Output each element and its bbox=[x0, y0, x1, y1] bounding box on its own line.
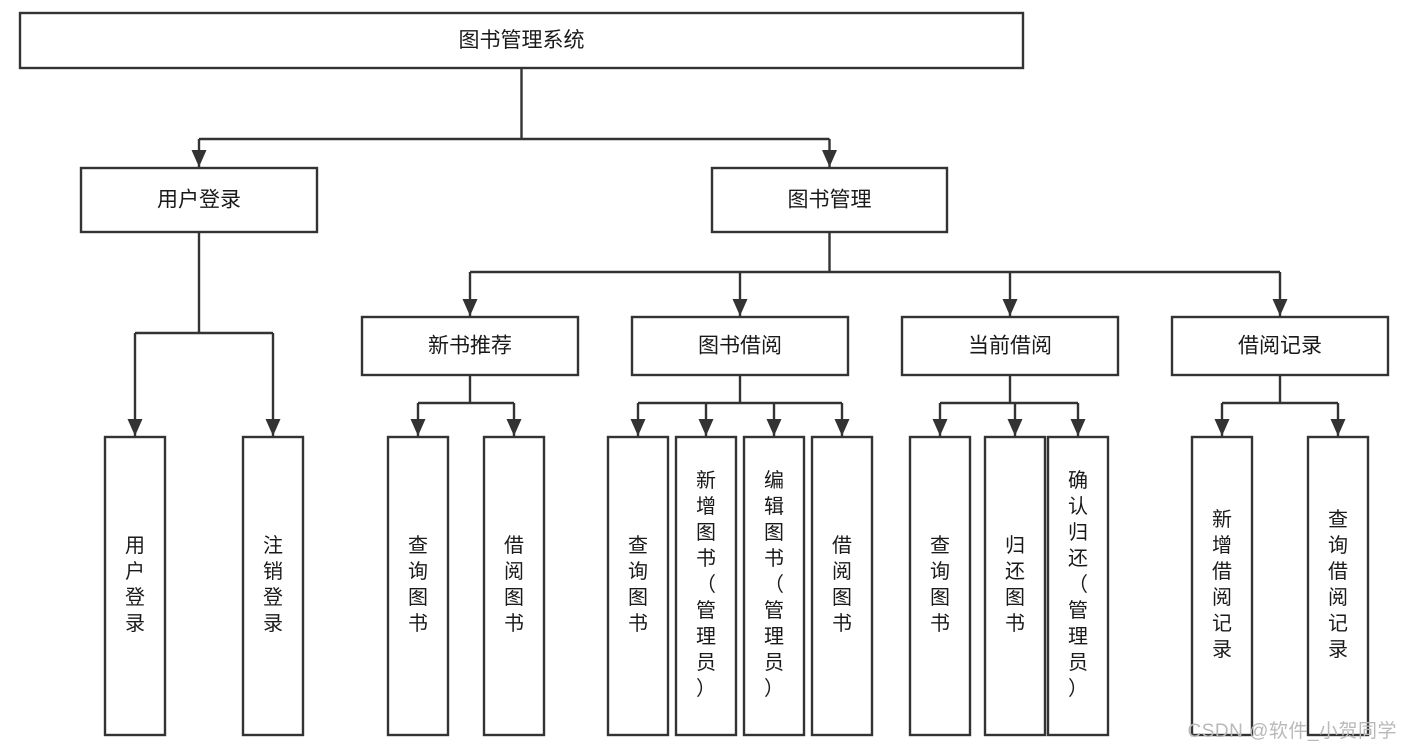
node-leaf-query-book-rec[interactable]: 查询图书 bbox=[386, 435, 450, 737]
node-leaf-borrow-book[interactable]: 借阅图书 bbox=[810, 435, 874, 737]
node-leaf-return-book[interactable]: 归还图书 bbox=[983, 435, 1047, 737]
node-label-leaf-query-book-rec: 查询图书 bbox=[408, 534, 428, 635]
node-label-leaf-query-book-cur: 查询图书 bbox=[930, 534, 950, 635]
connector-arrowhead bbox=[506, 419, 522, 436]
connector-arrowhead bbox=[822, 150, 837, 167]
connector-arrowhead bbox=[630, 419, 646, 436]
connector-arrowhead bbox=[410, 419, 426, 436]
node-label-book-borrow: 图书借阅 bbox=[698, 335, 782, 358]
node-box-leaf-query-book-cur bbox=[908, 435, 972, 737]
node-box-root bbox=[18, 11, 1025, 70]
node-leaf-query-book-borrow[interactable]: 查询图书 bbox=[606, 435, 670, 737]
node-box-leaf-add-book bbox=[674, 435, 738, 737]
node-leaf-user-logout[interactable]: 注销登录 bbox=[241, 435, 305, 737]
edge-group-book-manage bbox=[462, 232, 1288, 316]
connector-arrowhead bbox=[1070, 419, 1086, 436]
node-label-leaf-borrow-book-rec: 借阅图书 bbox=[504, 534, 524, 635]
node-root[interactable]: 图书管理系统 bbox=[18, 11, 1025, 70]
node-box-leaf-add-borrow-record bbox=[1190, 435, 1254, 737]
edge-group-book-borrow bbox=[630, 375, 850, 436]
node-label-current-borrow: 当前借阅 bbox=[968, 335, 1052, 358]
node-book-manage[interactable]: 图书管理 bbox=[710, 166, 949, 234]
node-label-leaf-edit-book: 编辑图书（管理员） bbox=[764, 469, 784, 700]
connector-arrowhead bbox=[932, 419, 948, 436]
node-leaf-add-book[interactable]: 新增图书（管理员） bbox=[674, 435, 738, 737]
node-label-leaf-return-book: 归还图书 bbox=[1005, 534, 1025, 635]
connector-arrowhead bbox=[766, 419, 782, 436]
node-label-borrow-record: 借阅记录 bbox=[1238, 335, 1322, 358]
node-user-login[interactable]: 用户登录 bbox=[79, 166, 319, 234]
node-leaf-edit-book[interactable]: 编辑图书（管理员） bbox=[742, 435, 806, 737]
node-label-new-book-recommend: 新书推荐 bbox=[428, 335, 512, 358]
node-box-leaf-query-book-borrow bbox=[606, 435, 670, 737]
node-label-leaf-query-borrow-record: 查询借阅记录 bbox=[1328, 508, 1348, 661]
node-label-leaf-confirm-return: 确认归还（管理员） bbox=[1068, 469, 1088, 700]
connector-arrowhead bbox=[127, 419, 143, 436]
node-label-leaf-add-borrow-record: 新增借阅记录 bbox=[1212, 508, 1232, 661]
node-label-user-login: 用户登录 bbox=[157, 189, 241, 212]
node-label-book-manage: 图书管理 bbox=[788, 189, 872, 212]
node-borrow-record[interactable]: 借阅记录 bbox=[1170, 315, 1390, 377]
connector-arrowhead bbox=[1007, 419, 1023, 436]
node-leaf-borrow-book-rec[interactable]: 借阅图书 bbox=[482, 435, 546, 737]
node-box-leaf-confirm-return bbox=[1046, 435, 1110, 737]
node-box-leaf-return-book bbox=[983, 435, 1047, 737]
connector-arrowhead bbox=[462, 299, 478, 316]
node-box-leaf-borrow-book-rec bbox=[482, 435, 546, 737]
edge-group-borrow-record bbox=[1214, 375, 1346, 436]
node-label-leaf-user-logout: 注销登录 bbox=[263, 534, 283, 635]
node-box-leaf-user-logout bbox=[241, 435, 305, 737]
connector-arrowhead bbox=[1272, 299, 1288, 316]
node-book-borrow[interactable]: 图书借阅 bbox=[630, 315, 850, 377]
node-label-root: 图书管理系统 bbox=[459, 29, 585, 52]
node-label-leaf-user-login: 用户登录 bbox=[125, 535, 145, 635]
edge-group-user-login bbox=[127, 232, 281, 436]
node-box-current-borrow bbox=[900, 315, 1120, 377]
node-box-leaf-query-book-rec bbox=[386, 435, 450, 737]
node-current-borrow[interactable]: 当前借阅 bbox=[900, 315, 1120, 377]
node-label-leaf-query-book-borrow: 查询图书 bbox=[628, 534, 648, 635]
connector-arrowhead bbox=[191, 150, 207, 167]
edge-group-new-book-recommend bbox=[410, 375, 522, 436]
connector-arrowhead bbox=[265, 419, 281, 436]
node-box-book-manage bbox=[710, 166, 949, 234]
node-box-leaf-edit-book bbox=[742, 435, 806, 737]
edges-layer bbox=[127, 68, 1346, 436]
nodes-layer: 图书管理系统用户登录图书管理新书推荐图书借阅当前借阅借阅记录用户登录注销登录查询… bbox=[18, 11, 1390, 737]
node-new-book-recommend[interactable]: 新书推荐 bbox=[360, 315, 580, 377]
connector-arrowhead bbox=[732, 299, 748, 316]
node-box-book-borrow bbox=[630, 315, 850, 377]
node-box-leaf-query-borrow-record bbox=[1306, 435, 1370, 737]
connector-arrowhead bbox=[1330, 419, 1346, 436]
node-leaf-add-borrow-record[interactable]: 新增借阅记录 bbox=[1190, 435, 1254, 737]
edge-group-current-borrow bbox=[932, 375, 1086, 436]
edge-group-root bbox=[191, 68, 837, 167]
connector-arrowhead bbox=[698, 419, 714, 436]
connector-arrowhead bbox=[834, 419, 850, 436]
node-leaf-query-borrow-record[interactable]: 查询借阅记录 bbox=[1306, 435, 1370, 737]
node-leaf-query-book-cur[interactable]: 查询图书 bbox=[908, 435, 972, 737]
node-label-leaf-borrow-book: 借阅图书 bbox=[832, 534, 852, 635]
node-leaf-user-login[interactable]: 用户登录 bbox=[103, 435, 167, 737]
node-box-user-login bbox=[79, 166, 319, 234]
node-box-borrow-record bbox=[1170, 315, 1390, 377]
node-label-leaf-add-book: 新增图书（管理员） bbox=[696, 469, 716, 700]
node-leaf-confirm-return[interactable]: 确认归还（管理员） bbox=[1046, 435, 1110, 737]
node-box-leaf-borrow-book bbox=[810, 435, 874, 737]
connector-arrowhead bbox=[1002, 299, 1018, 316]
node-box-leaf-user-login bbox=[103, 435, 167, 737]
node-box-new-book-recommend bbox=[360, 315, 580, 377]
connector-arrowhead bbox=[1214, 419, 1230, 436]
